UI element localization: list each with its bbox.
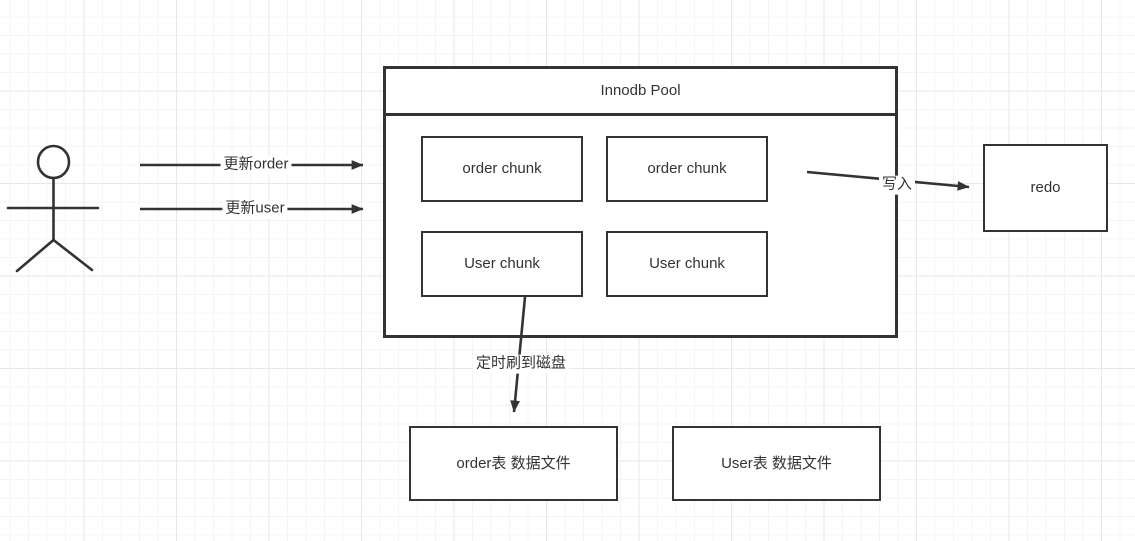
redo-node[interactable]: redo bbox=[983, 144, 1108, 232]
user-table-datafile-node[interactable]: User表 数据文件 bbox=[672, 426, 881, 501]
user-chunk-node-1[interactable]: User chunk bbox=[421, 231, 583, 297]
order-chunk-node-2[interactable]: order chunk bbox=[606, 136, 768, 202]
user-actor-icon[interactable] bbox=[6, 144, 100, 273]
innodb-pool-title: Innodb Pool bbox=[386, 69, 895, 116]
order-table-datafile-node[interactable]: order表 数据文件 bbox=[409, 426, 618, 501]
edge-label-flush-to-disk[interactable]: 定时刷到磁盘 bbox=[472, 354, 570, 374]
edge-label-update-order[interactable]: 更新order bbox=[220, 155, 292, 175]
order-chunk-node-1[interactable]: order chunk bbox=[421, 136, 583, 202]
edge-label-update-user[interactable]: 更新user bbox=[222, 199, 288, 219]
edge-label-write[interactable]: 写入 bbox=[878, 175, 916, 195]
user-chunk-node-2[interactable]: User chunk bbox=[606, 231, 768, 297]
innodb-pool-container[interactable]: Innodb Pool bbox=[383, 66, 898, 338]
